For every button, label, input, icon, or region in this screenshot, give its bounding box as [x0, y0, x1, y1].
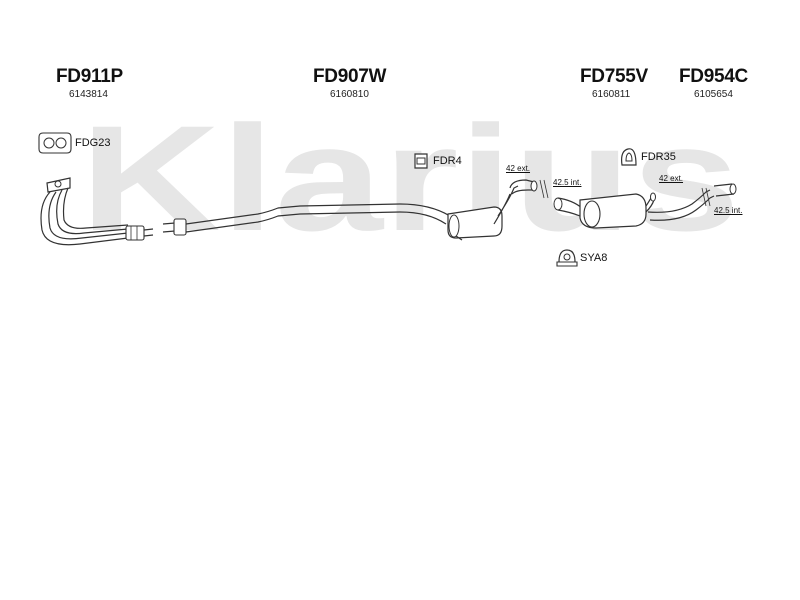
rubber-mount-icon [414, 153, 428, 169]
clamp-icon [556, 249, 578, 267]
part-number-fd954c: 6105654 [694, 89, 733, 100]
dimension-label-42-ext-1: 42 ext. [506, 164, 531, 173]
accessory-label-sya8: SYA8 [580, 252, 608, 264]
rubber-mount-icon [621, 148, 637, 166]
rear-silencer-fd755v [553, 192, 656, 229]
part-code-fd907w: FD907W [313, 66, 387, 87]
accessory-label-fdr35: FDR35 [641, 151, 676, 163]
part-code-fd755v: FD755V [580, 66, 648, 87]
part-number-fd907w: 6160810 [330, 89, 369, 100]
dimension-label-42-5-int-1: 42.5 int. [553, 178, 582, 187]
gasket-icon [38, 132, 72, 154]
centre-silencer-fd907w [162, 179, 538, 241]
front-pipe-fd911p [40, 177, 154, 246]
part-code-fd954c: FD954C [679, 66, 748, 87]
tail-pipe-fd954c [647, 183, 737, 221]
part-code-fd911p: FD911P [56, 66, 123, 87]
dimension-label-42-5-int-2: 42.5 int. [714, 206, 743, 215]
accessory-label-fdr4: FDR4 [433, 155, 462, 167]
part-number-fd755v: 6160811 [592, 89, 631, 100]
part-number-fd911p: 6143814 [69, 89, 108, 100]
dimension-label-42-ext-2: 42 ext. [659, 174, 684, 183]
accessory-label-fdg23: FDG23 [75, 137, 111, 149]
